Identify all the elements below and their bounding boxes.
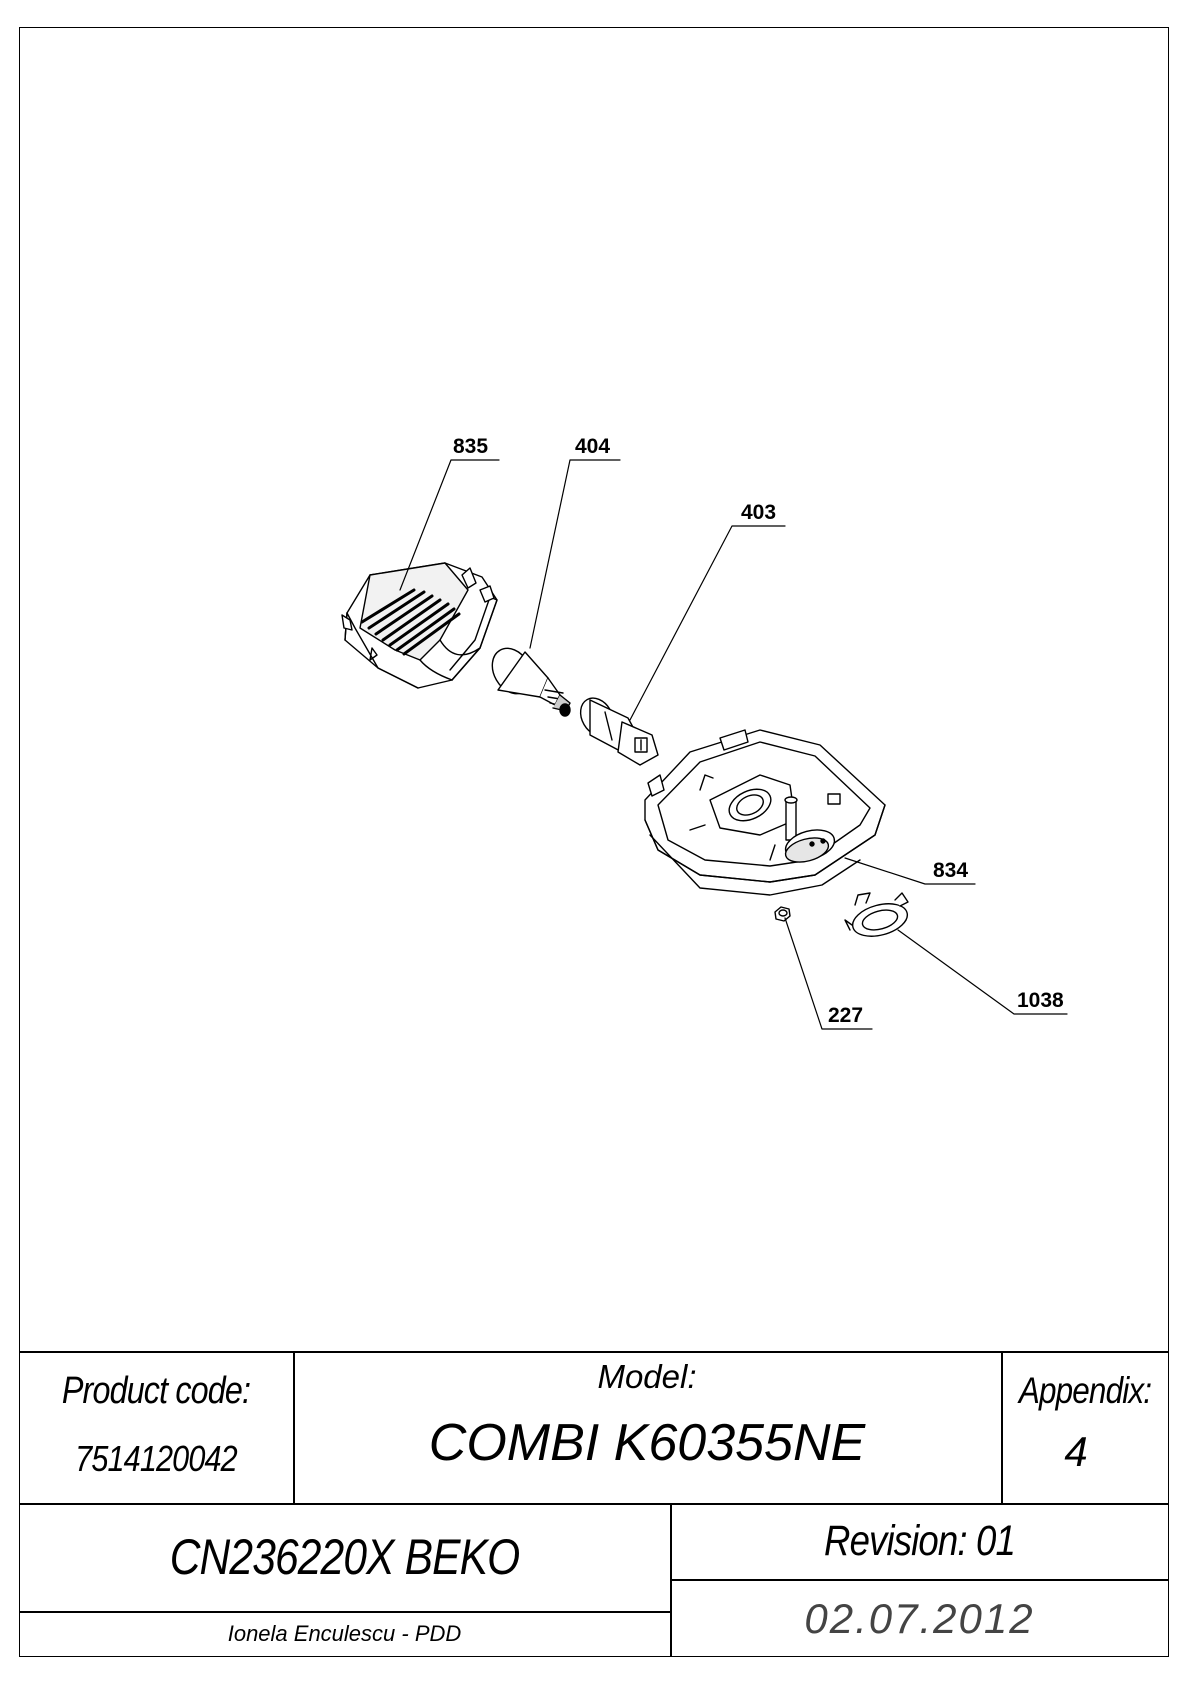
product-code-value: 7514120042 <box>75 1438 238 1479</box>
leader-lines <box>399 459 1068 1030</box>
callout-404: 404 <box>575 435 611 458</box>
author: Ionela Enculescu - PDD <box>227 1621 462 1646</box>
drawing-frame <box>19 27 1169 1657</box>
revision: Revision: 01 <box>824 1517 1016 1565</box>
part-834-lamp-housing <box>644 729 886 896</box>
appendix-label: Appendix: <box>1018 1370 1152 1411</box>
product-code-label: Product code: <box>61 1370 251 1412</box>
callout-403: 403 <box>741 501 777 524</box>
part-835-lamp-cover <box>341 562 498 689</box>
callout-834: 834 <box>933 859 969 882</box>
part-403-lamp-holder <box>579 697 659 766</box>
model-value: COMBI K60355NE <box>428 1414 866 1472</box>
part-404-bulb <box>491 647 571 717</box>
model-label: Model: <box>597 1358 697 1395</box>
part-1038-ring-cap <box>844 892 909 937</box>
product-code-divider <box>293 1351 295 1503</box>
title-block-middle-rule <box>19 1503 1169 1505</box>
date: 02.07.2012 <box>804 1595 1035 1642</box>
appendix-divider <box>1001 1351 1003 1503</box>
part-name: CN236220X BEKO <box>169 1529 520 1585</box>
author-rule <box>19 1611 670 1613</box>
callout-1038: 1038 <box>1017 989 1064 1012</box>
callout-227: 227 <box>828 1004 864 1027</box>
revision-rule <box>670 1579 1169 1581</box>
appendix-value: 4 <box>1064 1428 1088 1475</box>
callout-835: 835 <box>453 435 489 458</box>
title-block-top-rule <box>19 1351 1169 1353</box>
part-227-nut <box>774 906 791 922</box>
revision-divider <box>670 1503 672 1657</box>
